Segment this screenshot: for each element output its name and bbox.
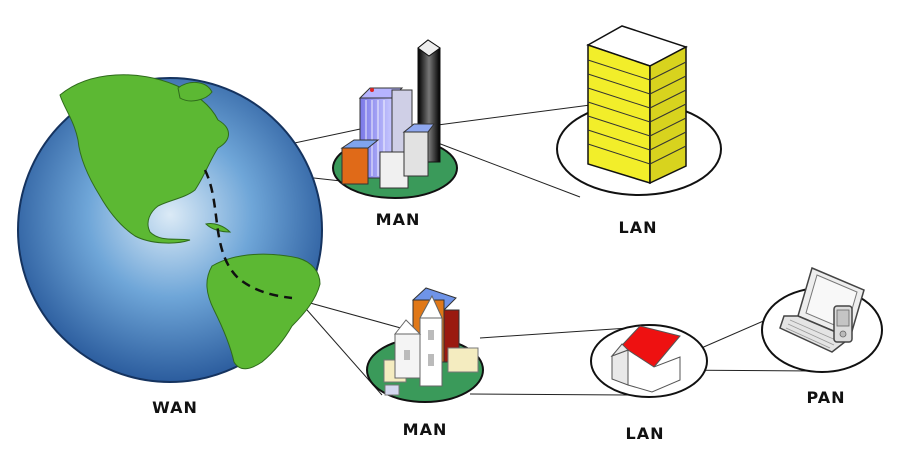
label-pan: PAN bbox=[806, 388, 846, 407]
south-america-shape bbox=[206, 253, 321, 370]
city-skyscrapers-icon bbox=[332, 39, 458, 199]
office-building-icon bbox=[556, 25, 722, 196]
label-man-top: MAN bbox=[375, 210, 421, 229]
label-wan: WAN bbox=[152, 398, 198, 417]
laptop-phone-icon bbox=[761, 266, 883, 373]
link-man-top-lan-top-2 bbox=[429, 139, 581, 198]
north-america-shape bbox=[59, 74, 229, 244]
caribbean-shape bbox=[205, 223, 232, 233]
label-lan-bottom: LAN bbox=[625, 424, 665, 443]
label-lan-top: LAN bbox=[618, 218, 658, 237]
link-man-bottom-lan-bottom-2 bbox=[469, 393, 629, 396]
house-icon bbox=[590, 324, 708, 398]
town-church-icon bbox=[366, 287, 484, 403]
greenland-shape bbox=[177, 82, 213, 102]
wan-route-dashed bbox=[203, 169, 293, 300]
globe-icon bbox=[17, 74, 323, 383]
link-man-top-lan-top-1 bbox=[414, 103, 599, 129]
label-man-bottom: MAN bbox=[402, 420, 448, 439]
